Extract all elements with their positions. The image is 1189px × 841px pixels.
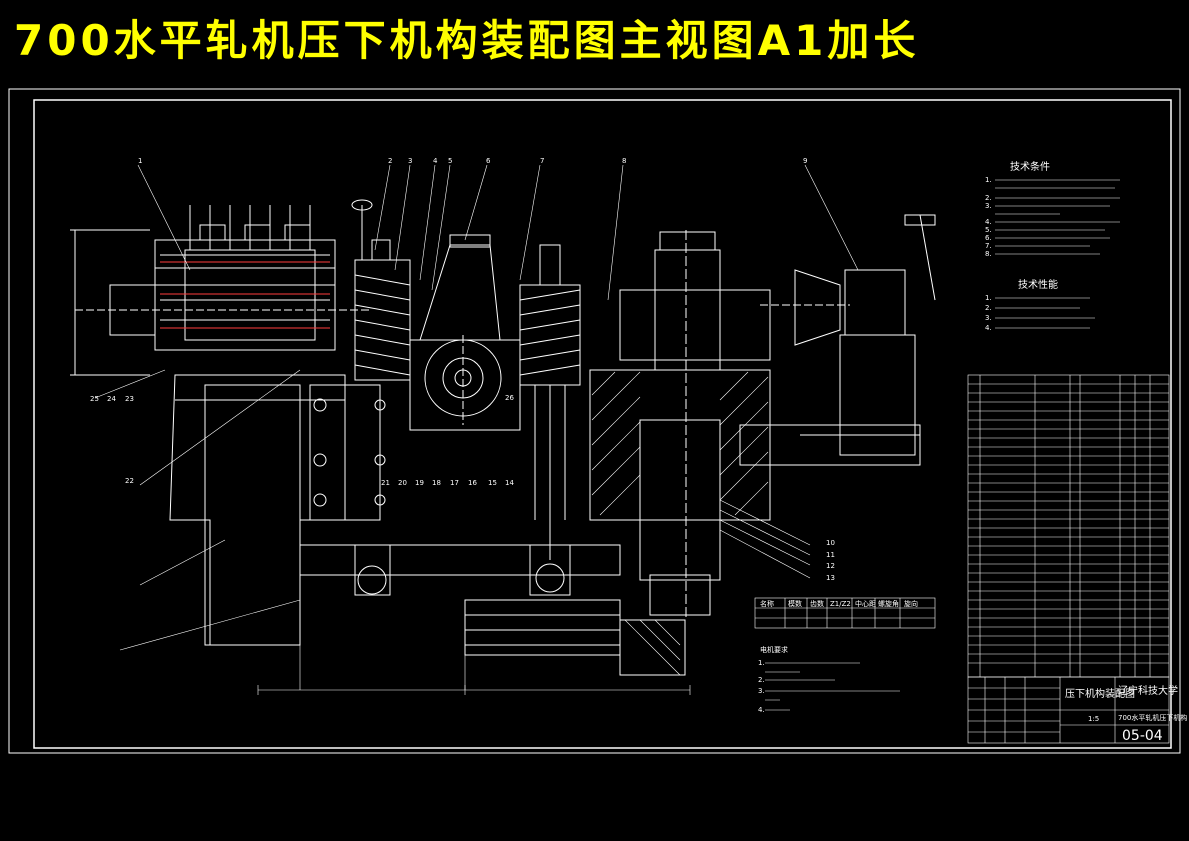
motor-note-4: 4. — [758, 706, 765, 714]
gear-col-teeth: 齿数 — [810, 599, 824, 608]
gearbox-left — [70, 205, 370, 376]
tech-perf-item-4: 4. — [985, 324, 992, 332]
callout-19: 19 — [415, 479, 424, 487]
callout-23: 23 — [125, 395, 134, 403]
worm-wheel-center — [409, 234, 521, 431]
callout-2: 2 — [388, 157, 392, 165]
dimension-lines — [257, 645, 691, 695]
motor-note-1: 1. — [758, 659, 765, 667]
tech-req-item-2: 2. — [985, 194, 992, 202]
callout-11: 11 — [826, 551, 835, 559]
gear-col-module: 模数 — [788, 599, 802, 608]
title-block: 压下机构装配图 辽宁科技大学 700水平轧机压下机构 1:5 05-04 — [967, 676, 1187, 744]
callout-20: 20 — [398, 479, 407, 487]
motor-right — [739, 214, 936, 466]
worm-gear-right — [519, 244, 581, 560]
callout-16: 16 — [468, 479, 477, 487]
gear-col-hand: 旋向 — [904, 599, 918, 608]
gear-col-name: 名称 — [760, 599, 774, 608]
tech-req-item-7: 7. — [985, 242, 992, 250]
title-school: 辽宁科技大学 — [1118, 684, 1178, 697]
title-drawing-name: 压下机构装配图 — [1065, 687, 1135, 700]
callout-8: 8 — [622, 157, 626, 165]
title-scale: 1:5 — [1088, 715, 1099, 723]
tech-perf-item-2: 2. — [985, 304, 992, 312]
callout-1: 1 — [138, 157, 142, 165]
tech-req-item-8: 8. — [985, 250, 992, 258]
motor-notes: 电机要求 1. 2. 3. 4. — [758, 645, 900, 714]
tech-req-item-4: 4. — [985, 218, 992, 226]
callout-26: 26 — [505, 394, 514, 402]
callout-5: 5 — [448, 157, 452, 165]
callout-18: 18 — [432, 479, 441, 487]
callout-10: 10 — [826, 539, 835, 547]
title-drawing-number: 05-04 — [1122, 728, 1163, 744]
motor-note-3: 3. — [758, 687, 765, 695]
callout-9: 9 — [803, 157, 807, 165]
motor-notes-title: 电机要求 — [760, 645, 788, 654]
callout-4: 4 — [433, 157, 438, 165]
callout-14: 14 — [505, 479, 514, 487]
callout-25: 25 — [90, 395, 99, 403]
tech-perf-item-1: 1. — [985, 294, 992, 302]
callout-13: 13 — [826, 574, 835, 582]
tech-req-item-5: 5. — [985, 226, 992, 234]
tech-req-item-1: 1. — [985, 176, 992, 184]
lower-beam — [299, 544, 686, 676]
tech-requirements-title: 技术条件 — [1010, 160, 1050, 173]
mill-housing — [169, 374, 386, 646]
tech-requirements: 技术条件 1. 2. 3. 4. 5. 6. 7. 8. — [985, 160, 1120, 258]
title-product: 700水平轧机压下机构 — [1118, 713, 1187, 722]
callouts: 1 2 3 4 5 6 7 8 9 10 11 12 13 14 15 16 1… — [90, 157, 835, 582]
callout-7: 7 — [540, 157, 544, 165]
worm-gear-left — [351, 199, 411, 381]
parts-list — [967, 374, 1170, 678]
callout-3: 3 — [408, 157, 412, 165]
gear-col-center: 中心距 — [855, 599, 876, 608]
callout-22: 22 — [125, 477, 134, 485]
gearbox-red-marks — [160, 261, 330, 329]
callout-21: 21 — [381, 479, 390, 487]
gear-table: 名称 模数 齿数 Z1/Z2 中心距 螺旋角 旋向 — [754, 597, 936, 629]
inner-border — [33, 99, 1172, 749]
tech-performance-title: 技术性能 — [1018, 278, 1058, 291]
tech-performance: 技术性能 1. 2. 3. 4. — [985, 278, 1095, 332]
callout-6: 6 — [486, 157, 491, 165]
leader-lines — [94, 164, 859, 651]
banner-title: 700水平轧机压下机构装配图主视图A1加长 — [14, 16, 920, 65]
callout-24: 24 — [107, 395, 116, 403]
gear-col-helix: 螺旋角 — [878, 599, 899, 608]
callout-17: 17 — [450, 479, 459, 487]
motor-note-2: 2. — [758, 676, 765, 684]
gear-col-ratio: Z1/Z2 — [830, 600, 851, 608]
tech-perf-item-3: 3. — [985, 314, 992, 322]
tech-req-item-6: 6. — [985, 234, 992, 242]
callout-15: 15 — [488, 479, 497, 487]
tech-req-item-3: 3. — [985, 202, 992, 210]
callout-12: 12 — [826, 562, 835, 570]
outer-border — [8, 88, 1181, 754]
housing-hatch — [591, 371, 769, 676]
